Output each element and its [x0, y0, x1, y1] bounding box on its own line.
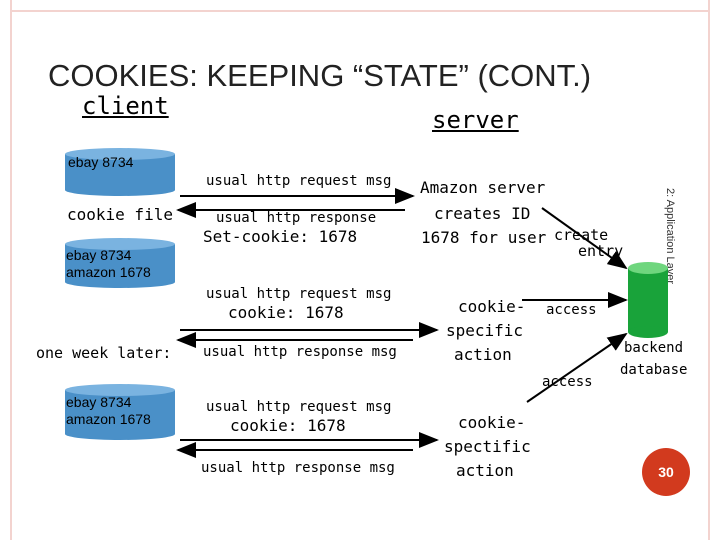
- action-1-line2: specific: [446, 321, 524, 340]
- amazon-server-line3: 1678 for user: [421, 228, 547, 247]
- action-2-line1: cookie-: [458, 413, 526, 432]
- server-label: server: [432, 106, 519, 134]
- cookie-file-label: cookie file: [67, 205, 173, 224]
- slide-frame-left: [10, 0, 12, 540]
- access-1-label: access: [546, 302, 597, 318]
- client-label: client: [82, 92, 169, 120]
- slide-frame-top: [10, 10, 710, 12]
- slide-frame-right: [708, 0, 710, 540]
- action-2-line2: spectific: [444, 437, 531, 456]
- database-label-line2: database: [620, 362, 688, 378]
- action-1-line1: cookie-: [458, 297, 526, 316]
- action-1-line3: action: [454, 345, 512, 364]
- backend-database-cylinder: [628, 262, 668, 338]
- create-entry-line1: create: [554, 226, 609, 244]
- message-4-label: usual http response msg: [203, 344, 397, 360]
- arrow-access-2: [526, 332, 628, 403]
- one-week-later-label: one week later:: [36, 344, 172, 362]
- database-label-line1: backend: [624, 340, 684, 356]
- cylinder-2-text-line1: ebay 8734: [66, 247, 132, 263]
- action-2-line3: action: [456, 461, 514, 480]
- message-1-label: usual http request msg: [206, 173, 392, 189]
- cylinder-1-text: ebay 8734: [68, 154, 134, 170]
- page-number-badge: 30: [642, 448, 690, 496]
- amazon-server-line2: creates ID: [434, 204, 531, 223]
- client-cookie-cylinder-3: [65, 384, 175, 440]
- create-entry-line2: entry: [578, 242, 624, 260]
- message-3-header: cookie: 1678: [228, 303, 344, 322]
- message-2-header: Set-cookie: 1678: [203, 227, 358, 246]
- cylinder-3-text-line1: ebay 8734: [66, 394, 132, 410]
- slide-title: COOKIES: KEEPING “STATE” (CONT.): [48, 58, 592, 93]
- message-5-label: usual http request msg: [206, 399, 392, 415]
- cylinder-3-text-line2: amazon 1678: [66, 411, 151, 427]
- arrow-create-entry: [541, 207, 628, 270]
- message-2-label: usual http response: [216, 210, 377, 226]
- cylinder-2-text-line2: amazon 1678: [66, 264, 151, 280]
- message-5-header: cookie: 1678: [230, 416, 346, 435]
- amazon-server-line1: Amazon server: [420, 178, 546, 197]
- client-cookie-cylinder-1: [65, 148, 175, 196]
- client-cookie-cylinder-2: [65, 238, 175, 288]
- message-3-label: usual http request msg: [206, 286, 392, 302]
- message-6-label: usual http response msg: [201, 460, 395, 476]
- access-2-label: access: [542, 374, 593, 390]
